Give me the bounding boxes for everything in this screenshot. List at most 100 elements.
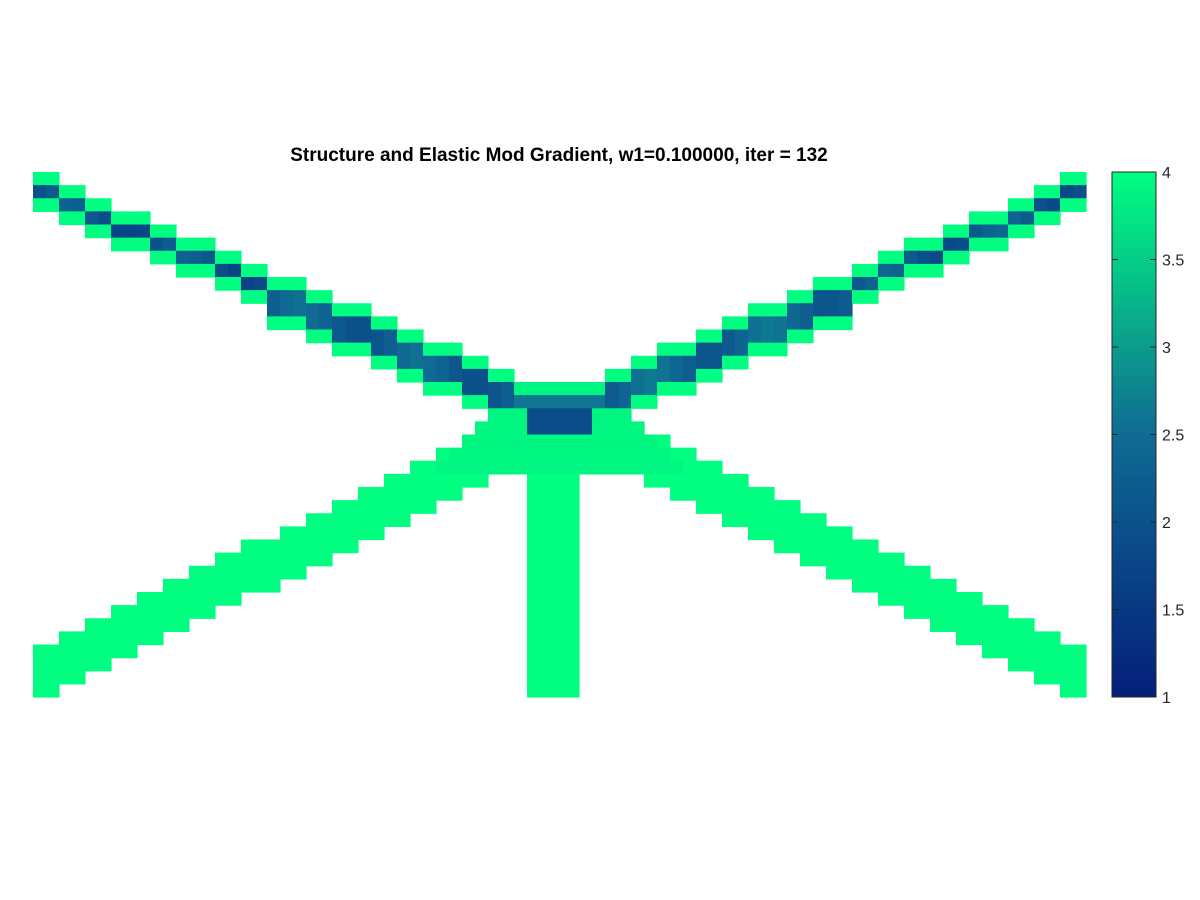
heatmap-cell — [254, 578, 268, 593]
heatmap-cell — [579, 395, 593, 409]
heatmap-cell — [150, 237, 164, 252]
heatmap-cell — [59, 631, 73, 646]
heatmap-cell — [631, 382, 645, 396]
heatmap-cell — [163, 605, 177, 619]
heatmap-cell — [358, 487, 372, 501]
heatmap-cell — [553, 473, 567, 488]
heatmap-cell — [254, 263, 268, 278]
heatmap-cell — [111, 618, 125, 632]
heatmap-cell — [358, 316, 372, 331]
heatmap-cell — [462, 382, 476, 396]
heatmap-cell — [280, 277, 294, 291]
heatmap-cell — [761, 513, 775, 527]
heatmap-cell — [995, 631, 1009, 646]
heatmap-cell — [371, 342, 385, 357]
heatmap-cell — [735, 473, 749, 488]
heatmap-cell — [553, 421, 567, 436]
heatmap-cell — [592, 460, 606, 475]
heatmap-cell — [813, 539, 827, 554]
heatmap-cell — [124, 644, 138, 659]
heatmap-cell — [46, 683, 60, 698]
heatmap-cell — [644, 368, 658, 383]
heatmap-cell — [449, 447, 463, 462]
heatmap-cell — [280, 316, 294, 331]
heatmap-cell — [163, 592, 177, 606]
heatmap-cell — [72, 185, 86, 199]
heatmap-cell — [553, 447, 567, 462]
heatmap-cell — [254, 552, 268, 567]
heatmap-cell — [930, 592, 944, 606]
heatmap-cell — [1008, 618, 1022, 632]
heatmap-cell — [527, 382, 541, 396]
heatmap-cell — [683, 447, 697, 462]
heatmap-cell — [527, 670, 541, 685]
heatmap-cell — [85, 224, 99, 239]
heatmap-cell — [241, 578, 255, 593]
heatmap-cell — [982, 237, 996, 252]
heatmap-cell — [241, 290, 255, 304]
heatmap-cell — [397, 329, 411, 344]
heatmap-cell — [618, 434, 632, 449]
heatmap-cell — [553, 382, 567, 396]
heatmap-cell — [644, 434, 658, 449]
heatmap-cell — [1073, 198, 1087, 212]
heatmap-cell — [475, 368, 489, 383]
heatmap-cell — [618, 382, 632, 396]
heatmap-cell — [1034, 631, 1048, 646]
heatmap-cell — [826, 526, 840, 541]
heatmap-cell — [982, 631, 996, 646]
heatmap-cell — [800, 290, 814, 304]
heatmap-cell — [410, 487, 424, 501]
heatmap-cell — [163, 578, 177, 593]
heatmap-cell — [709, 355, 723, 370]
heatmap-cell — [85, 198, 99, 212]
heatmap-cell — [59, 670, 73, 685]
heatmap-cell — [332, 329, 346, 344]
heatmap-cell — [735, 355, 749, 370]
heatmap-cell — [995, 211, 1009, 226]
heatmap-cell — [527, 487, 541, 501]
heatmap-cell — [696, 342, 710, 357]
heatmap-cell — [930, 605, 944, 619]
heatmap-cell — [514, 447, 528, 462]
heatmap-cell — [33, 172, 47, 186]
heatmap-cell — [631, 447, 645, 462]
heatmap-cell — [657, 447, 671, 462]
heatmap-cell — [228, 250, 242, 265]
heatmap-cell — [969, 224, 983, 239]
heatmap-cell — [527, 592, 541, 606]
heatmap-cell — [722, 500, 736, 514]
heatmap-cell — [696, 329, 710, 344]
heatmap-cell — [553, 605, 567, 619]
heatmap-cell — [449, 473, 463, 488]
heatmap-cell — [553, 670, 567, 685]
heatmap-cell — [904, 250, 918, 265]
heatmap-cell — [605, 421, 619, 436]
heatmap-cell — [540, 565, 554, 580]
heatmap-cell — [488, 421, 502, 436]
colorbar-gradient — [1111, 171, 1157, 698]
heatmap-cell — [33, 670, 47, 685]
heatmap-cell — [761, 487, 775, 501]
heatmap-cell — [657, 434, 671, 449]
heatmap-cell — [787, 303, 801, 317]
heatmap-cell — [904, 578, 918, 593]
heatmap-cell — [462, 355, 476, 370]
heatmap-cell — [800, 329, 814, 344]
heatmap-cell — [423, 342, 437, 357]
heatmap-cell — [683, 487, 697, 501]
heatmap-cell — [566, 460, 580, 475]
heatmap-cell — [995, 618, 1009, 632]
heatmap-cell — [1073, 670, 1087, 685]
heatmap-cell — [306, 539, 320, 554]
heatmap-cell — [865, 552, 879, 567]
heatmap-cell — [605, 434, 619, 449]
heatmap-cell — [891, 277, 905, 291]
heatmap-cell — [956, 592, 970, 606]
heatmap-cell — [319, 513, 333, 527]
heatmap-cell — [605, 460, 619, 475]
heatmap-cell — [553, 539, 567, 554]
heatmap-cell — [618, 421, 632, 436]
heatmap-cell — [813, 303, 827, 317]
heatmap-cell — [800, 539, 814, 554]
